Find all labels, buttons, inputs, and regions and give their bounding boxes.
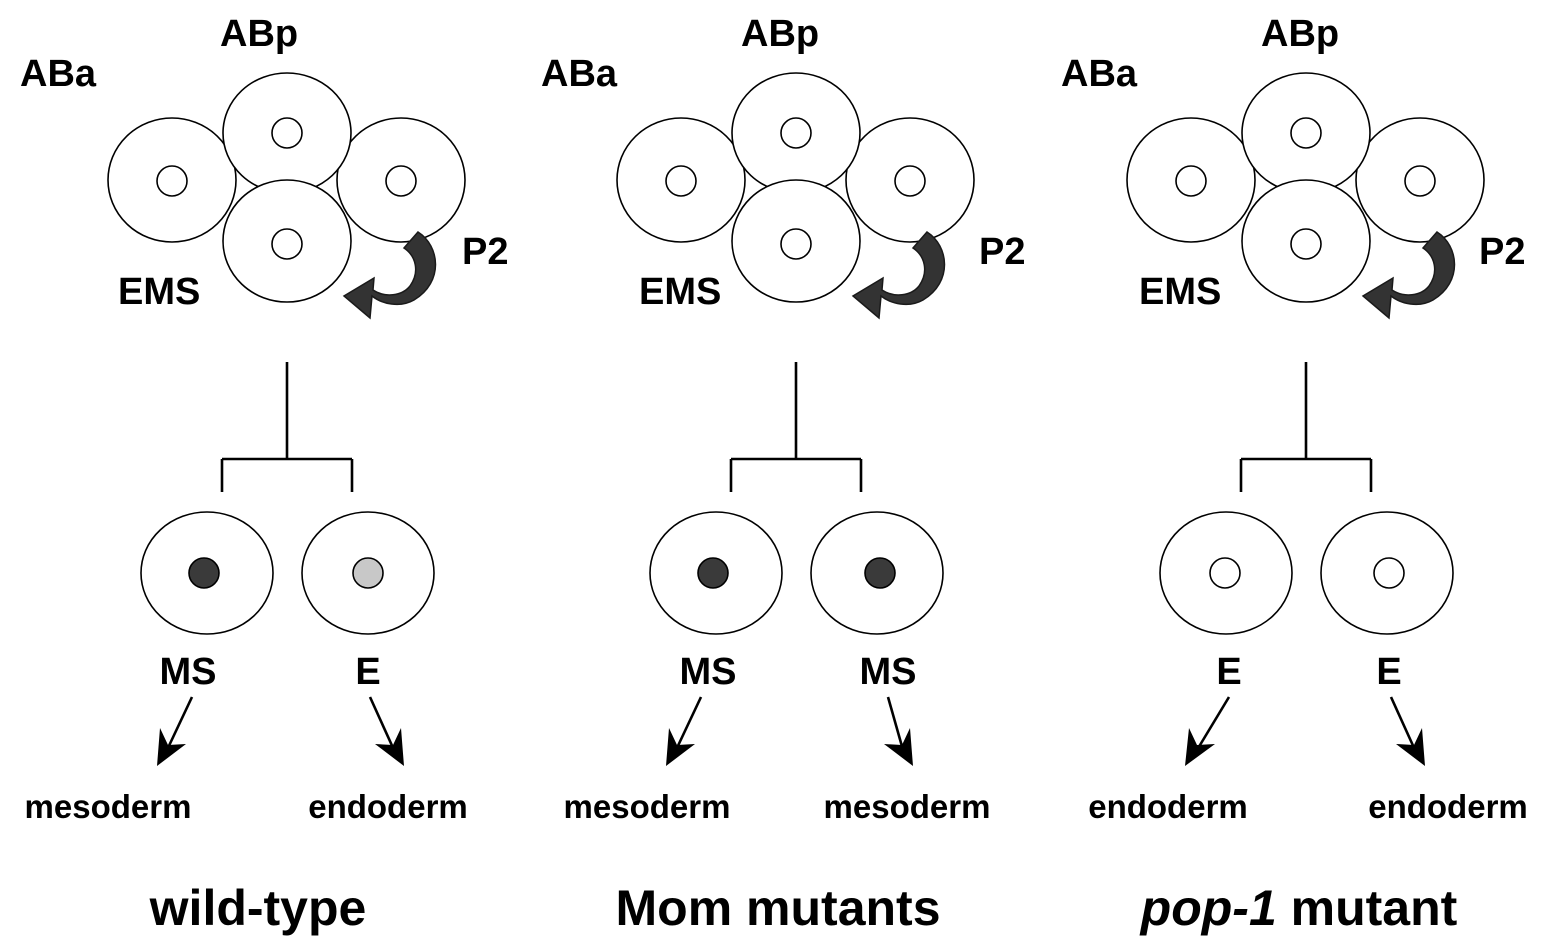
panel-title: wild-type <box>149 880 367 936</box>
daughter-label-left: MS <box>680 651 737 693</box>
fate-arrow-right-icon <box>884 696 913 766</box>
nucleus <box>385 165 417 197</box>
fate-arrow-right-icon <box>368 696 404 766</box>
fate-arrow-left-icon <box>1185 696 1231 766</box>
panel-title: Mom mutants <box>616 880 941 936</box>
lineage-tree <box>220 362 354 492</box>
fate-arrow-left-icon <box>157 696 194 766</box>
fate-arrow-right-icon <box>1389 696 1425 766</box>
signal-arrow-icon <box>1361 231 1456 320</box>
panel-title-text: Mom mutants <box>616 880 941 936</box>
label-abp: ABp <box>741 13 819 55</box>
fate-label-left: mesoderm <box>564 788 731 825</box>
label-p2: P2 <box>1479 231 1525 273</box>
panel-title-text: wild-type <box>149 880 367 936</box>
lineage-tree <box>729 362 863 492</box>
fate-label-right: endoderm <box>1368 788 1528 825</box>
label-abp: ABp <box>1261 13 1339 55</box>
nucleus <box>156 165 188 197</box>
nucleus <box>1290 228 1322 260</box>
nucleus-dark <box>864 557 896 589</box>
fate-label-right: mesoderm <box>824 788 991 825</box>
nucleus-empty <box>1373 557 1405 589</box>
panel-title-text: mutant <box>1277 880 1458 936</box>
panel-wild-type: ABa ABp EMS P2 MS E mesoderm endoderm wi… <box>20 13 508 936</box>
fate-label-right: endoderm <box>308 788 468 825</box>
panel-title-italic: pop-1 <box>1139 880 1277 936</box>
nucleus-light <box>352 557 384 589</box>
daughter-label-left: E <box>1216 651 1241 693</box>
label-aba: ABa <box>541 53 618 95</box>
panel-mom-mutants: ABa ABp EMS P2 MS MS mesoderm mesoderm M… <box>541 13 1025 936</box>
daughter-label-right: E <box>355 651 380 693</box>
nucleus <box>1175 165 1207 197</box>
panel-pop-1-mutant: ABa ABp EMS P2 E E endoderm endoderm pop… <box>1061 13 1528 936</box>
fate-label-left: endoderm <box>1088 788 1248 825</box>
nucleus <box>1404 165 1436 197</box>
nucleus <box>665 165 697 197</box>
lineage-tree <box>1239 362 1373 492</box>
label-p2: P2 <box>462 231 508 273</box>
label-abp: ABp <box>220 13 298 55</box>
label-ems: EMS <box>639 271 721 313</box>
nucleus <box>271 117 303 149</box>
nucleus <box>780 228 812 260</box>
nucleus <box>780 117 812 149</box>
nucleus <box>1290 117 1322 149</box>
nucleus-empty <box>1209 557 1241 589</box>
label-ems: EMS <box>118 271 200 313</box>
label-aba: ABa <box>20 53 97 95</box>
nucleus-dark <box>188 557 220 589</box>
fate-label-left: mesoderm <box>25 788 192 825</box>
nucleus <box>894 165 926 197</box>
signal-arrow-icon <box>342 231 437 320</box>
nucleus-dark <box>697 557 729 589</box>
label-ems: EMS <box>1139 271 1221 313</box>
panel-title: pop-1 mutant <box>1139 880 1458 936</box>
fate-arrow-left-icon <box>666 696 703 766</box>
signal-arrow-icon <box>851 231 946 320</box>
label-aba: ABa <box>1061 53 1138 95</box>
nucleus <box>271 228 303 260</box>
label-p2: P2 <box>979 231 1025 273</box>
daughter-label-right: MS <box>860 651 917 693</box>
daughter-label-right: E <box>1376 651 1401 693</box>
daughter-label-left: MS <box>160 651 217 693</box>
